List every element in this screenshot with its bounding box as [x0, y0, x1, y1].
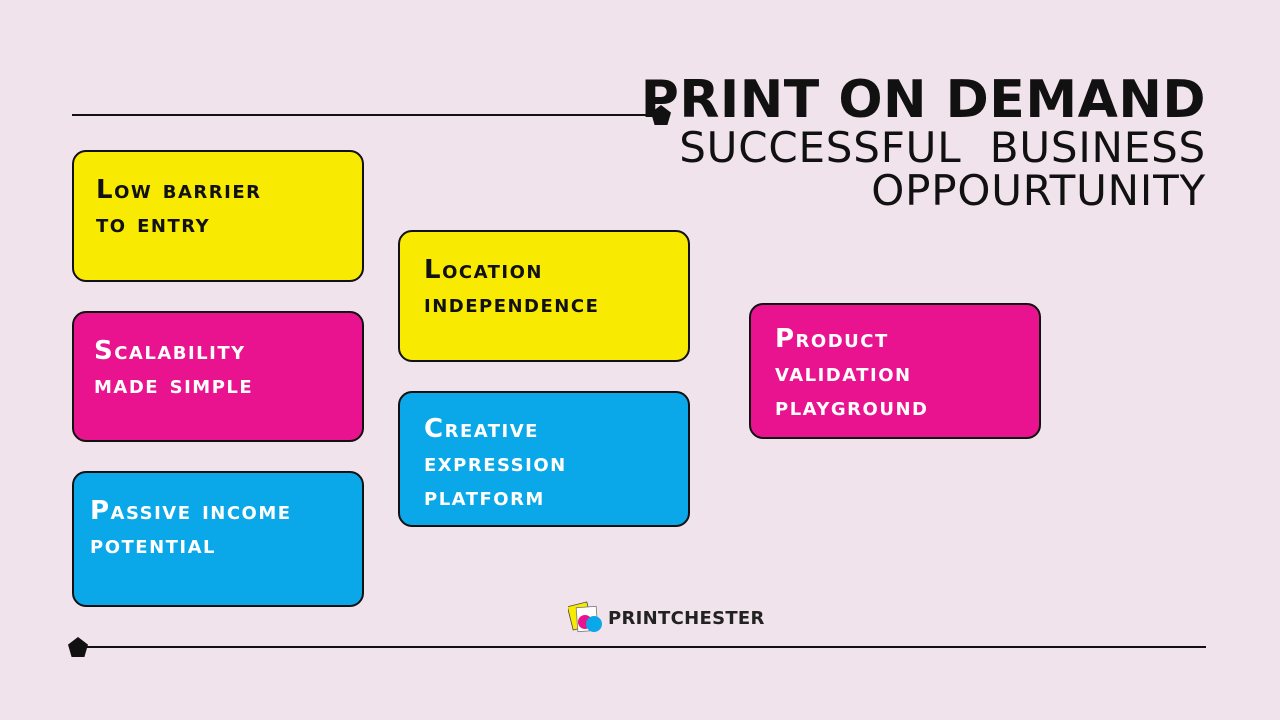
page-subtitle-line-1: SUCCESSFUL BUSINESS [679, 123, 1206, 173]
card-text-line: independence [424, 288, 600, 319]
card-text-line: Location [424, 255, 543, 285]
printchester-logo: PRINTCHESTER [568, 601, 765, 635]
card-text-line: playground [775, 391, 929, 422]
card-low-barrier: Low barrier to entry [72, 150, 364, 282]
printchester-logo-icon [568, 601, 602, 633]
card-text-line: validation [775, 357, 912, 388]
page-title: PRINT ON DEMAND [640, 70, 1206, 130]
page-subtitle-line-2: OPPOURTUNITY [871, 165, 1206, 215]
card-location-independence: Location independence [398, 230, 690, 362]
card-text-line: platform [424, 481, 545, 512]
logo-text: PRINTCHESTER [608, 607, 765, 629]
card-text-line: expression [424, 447, 567, 478]
top-divider-line [72, 114, 656, 116]
card-text-line: Product [775, 324, 889, 354]
card-text-line: to entry [96, 208, 211, 239]
card-text-line: Low barrier [96, 175, 262, 205]
card-text-line: Passive income [90, 496, 292, 526]
card-text-line: Scalability [94, 336, 246, 366]
card-text-line: made simple [94, 369, 254, 400]
card-scalability: Scalability made simple [72, 311, 364, 442]
card-passive-income: Passive income potential [72, 471, 364, 607]
card-text-line: potential [90, 529, 217, 560]
bottom-divider-line [78, 646, 1206, 648]
card-creative-expression: Creative expression platform [398, 391, 690, 527]
pentagon-bullet-icon [651, 105, 671, 125]
card-product-validation: Product validation playground [749, 303, 1041, 439]
card-text-line: Creative [424, 414, 539, 444]
title-block: PRINT ON DEMAND SUCCESSFUL BUSINESS OPPO… [640, 70, 1206, 215]
